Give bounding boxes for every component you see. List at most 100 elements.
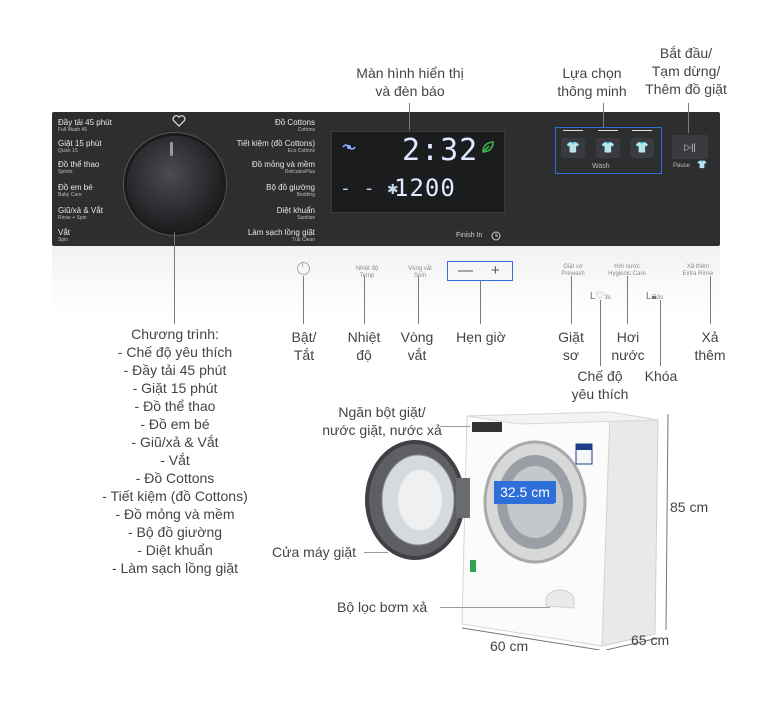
eco-leaf-icon <box>482 141 494 153</box>
callout-door: Cửa máy giặt <box>272 544 357 560</box>
program-list-item: - Đồ Cottons <box>135 470 215 486</box>
button-label: Hơi nước <box>614 264 640 270</box>
height-label: 85 cm <box>670 499 709 515</box>
leader-smart <box>603 103 604 127</box>
leader-timer <box>480 280 481 324</box>
program-sublabel: Spin <box>58 237 69 243</box>
program-list-item: - Diệt khuẩn <box>137 542 213 558</box>
callout-filter: Bộ lọc bơm xả <box>337 599 428 615</box>
program-label: Đồ thể thao <box>58 160 100 169</box>
leader-display <box>409 103 410 130</box>
program-list-item: - Tiết kiệm (đồ Cottons) <box>102 488 248 504</box>
leader-steam <box>627 276 628 324</box>
leader-start <box>688 103 689 133</box>
minus-button[interactable]: — <box>458 262 473 279</box>
steam-indicator-icon <box>342 144 356 150</box>
program-label: Giặt 15 phút <box>58 139 102 148</box>
smart-selection-group <box>555 127 662 174</box>
wash-label: Wash <box>592 163 610 170</box>
button-sublabel: Prewash <box>561 271 585 277</box>
start-pause-button[interactable]: ▷|| <box>672 135 708 159</box>
smart-shirt-wash-button[interactable]: 👕 <box>596 138 620 158</box>
pause-label: Pause <box>673 163 691 169</box>
program-selector-knob[interactable] <box>127 136 223 232</box>
button-sublabel: Hygienic Care <box>608 271 646 277</box>
callout-timer: Hẹn giờ <box>456 329 506 345</box>
program-sublabel: Quick 15 <box>58 148 78 154</box>
program-right-1: Tiết kiệm (đồ Cottons)Eco Cottons <box>237 139 315 154</box>
leader-power <box>303 276 304 324</box>
button-label: Nhiệt độ <box>355 266 379 272</box>
depth-label: 65 cm <box>631 632 670 648</box>
program-sublabel: Rinse + Spin <box>58 215 87 221</box>
program-label: Làm sạch lồng giặt <box>247 228 315 237</box>
leader-favorite <box>600 300 601 366</box>
door-diameter-label: 32.5 cm <box>494 481 556 503</box>
leader-spin <box>418 276 419 324</box>
leader-rinse <box>710 276 711 324</box>
program-list-item: - Vắt <box>160 452 190 468</box>
button-label: Vòng vắt <box>408 266 432 272</box>
program-label: Đồ mỏng và mềm <box>251 160 315 169</box>
program-sublabel: Eco Cottons <box>287 148 315 154</box>
program-label: Vắt <box>58 228 71 237</box>
heart-icon <box>172 115 186 127</box>
program-list-item: - Giũ/xả & Vắt <box>131 434 219 450</box>
plus-button[interactable]: + <box>491 262 500 279</box>
width-label: 60 cm <box>490 638 529 654</box>
program-sublabel: Baby Care <box>58 192 82 198</box>
leader-knob <box>174 232 175 324</box>
leader-dispenser <box>440 426 470 427</box>
program-list-item: - Đồ em bé <box>140 416 210 432</box>
program-list-item: - Đầy tải 45 phút <box>123 362 227 378</box>
favorite-hold-icon: L♡3s <box>590 291 611 302</box>
callout-start: Bắt đầu/ Tạm dừng/ Thêm đồ giặt <box>645 45 727 97</box>
callout-favorite: Chế độ yêu thích <box>571 368 629 402</box>
program-label: Tiết kiệm (đồ Cottons) <box>236 139 315 148</box>
callout-rinse: Xả thêm <box>694 329 726 363</box>
program-label: Bộ đồ giường <box>266 183 315 192</box>
callout-temp: Nhiệt độ <box>347 329 381 363</box>
program-sublabel: Full Wash 45 <box>58 127 87 133</box>
display-spin-speed: 1200 <box>394 174 456 202</box>
button-label: Xả thêm <box>686 264 710 270</box>
program-sublabel: Sports <box>58 169 73 175</box>
display-dashes: - - ✱ <box>340 178 400 199</box>
lock-hold-icon: L🔒︎3s <box>646 291 664 302</box>
clock-icon <box>491 231 501 241</box>
shirt-icon: 👕 <box>635 142 649 154</box>
program-label: Giũ/xả & Vắt <box>58 206 103 215</box>
program-sublabel: Sanitise <box>297 215 315 221</box>
button-sublabel: Temp <box>359 273 375 279</box>
program-sublabel: Cottons <box>297 127 315 133</box>
smart-shirt-stain-button[interactable]: 👕 <box>630 138 654 158</box>
callout-power: Bật/ Tắt <box>291 329 317 363</box>
shirt-icon: 👕 <box>566 142 580 154</box>
smart-slot-indicator <box>598 130 618 131</box>
program-label: Đồ em bé <box>58 183 93 192</box>
timer-buttons[interactable]: — + <box>447 261 513 281</box>
shirt-icon: 👕 <box>601 142 615 154</box>
program-label: Đồ Cottons <box>274 118 315 127</box>
leader-prewash <box>571 276 572 324</box>
power-button[interactable] <box>297 262 310 275</box>
power-icon <box>302 262 303 267</box>
leader-filter <box>440 607 550 608</box>
program-list-item: - Giặt 15 phút <box>132 380 218 396</box>
program-list-item: - Đồ thể thao <box>134 398 216 414</box>
callout-lock: Khóa <box>644 368 678 384</box>
smart-shirt-button[interactable]: 👕 <box>561 138 585 158</box>
programs-list: Chương trình: - Chế độ yêu thích- Đầy tả… <box>80 325 270 577</box>
leader-lock <box>660 300 661 366</box>
